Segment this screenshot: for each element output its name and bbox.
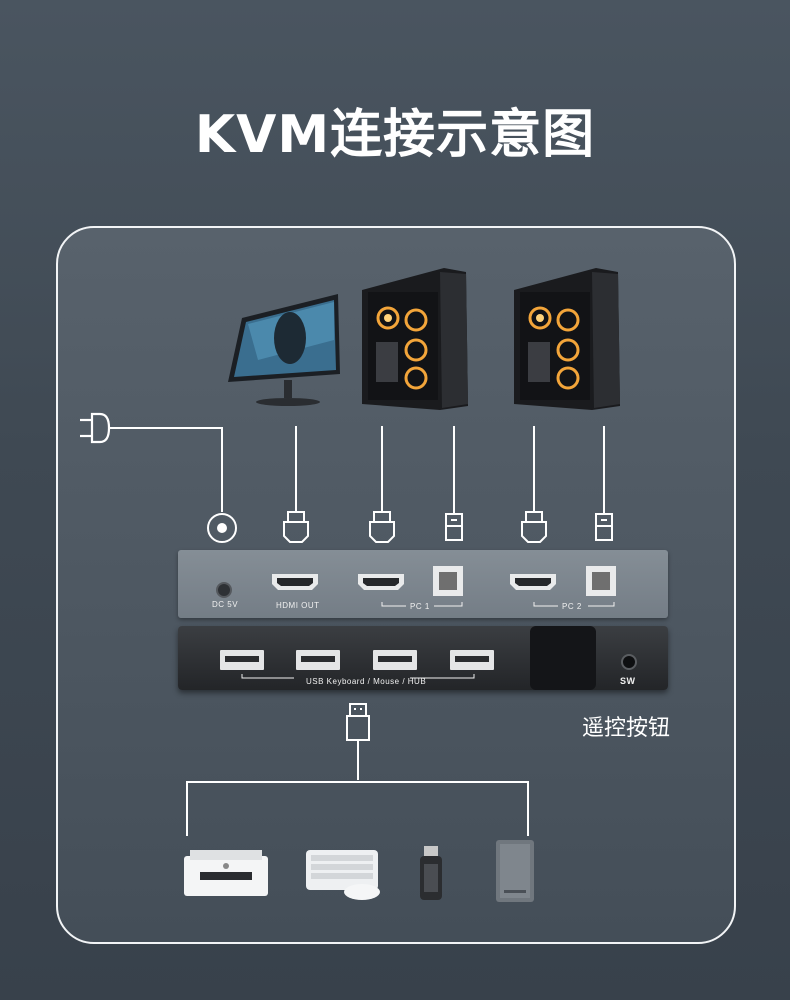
power-cable <box>108 427 223 512</box>
remote-button-label: 遥控按钮 <box>582 716 671 741</box>
pc2-label: PC 2 <box>562 602 582 611</box>
pc-tower-icon <box>362 268 468 410</box>
sw-label: SW <box>620 676 636 686</box>
hdmi-out-label: HDMI OUT <box>276 601 320 610</box>
usb-hub-label: USB Keyboard / Mouse / HUB <box>306 677 427 686</box>
pc1-usb-b-port <box>433 566 463 596</box>
usb-b-plug-icon <box>595 513 613 541</box>
pc-tower-icon <box>514 268 620 410</box>
dc-barrel-icon <box>207 513 237 543</box>
usb-device-tree <box>186 781 529 836</box>
hdmi-plug-icon <box>369 511 395 543</box>
sw-jack <box>621 654 637 670</box>
hdmi-plug-icon <box>521 511 547 543</box>
dc-5v-label: DC 5V <box>212 600 239 609</box>
pc2-usb-b-port <box>586 566 616 596</box>
page-title: KVM连接示意图 <box>194 105 596 165</box>
usb-b-plug-icon <box>445 513 463 541</box>
printer-icon <box>184 850 268 896</box>
usb-a-ports <box>220 650 494 670</box>
dc-port <box>216 582 232 598</box>
power-plug-icon <box>80 412 111 444</box>
pc1-label: PC 1 <box>410 602 430 611</box>
hdmi-out-port <box>272 574 318 590</box>
hdmi-plug-icon <box>283 511 309 543</box>
remote-button <box>530 626 596 690</box>
kvm-front-panel: USB Keyboard / Mouse / HUB SW <box>178 626 668 690</box>
monitor-icon <box>228 294 340 406</box>
pc1-hdmi-port <box>358 574 404 590</box>
kvm-back-panel: DC 5V HDMI OUT PC 1 PC 2 <box>178 550 668 618</box>
external-hdd-icon <box>496 840 534 902</box>
usb-a-plug-icon <box>346 703 370 741</box>
pc2-hdmi-port <box>510 574 556 590</box>
usb-flash-drive-icon <box>420 846 442 900</box>
keyboard-mouse-icon <box>306 850 380 900</box>
